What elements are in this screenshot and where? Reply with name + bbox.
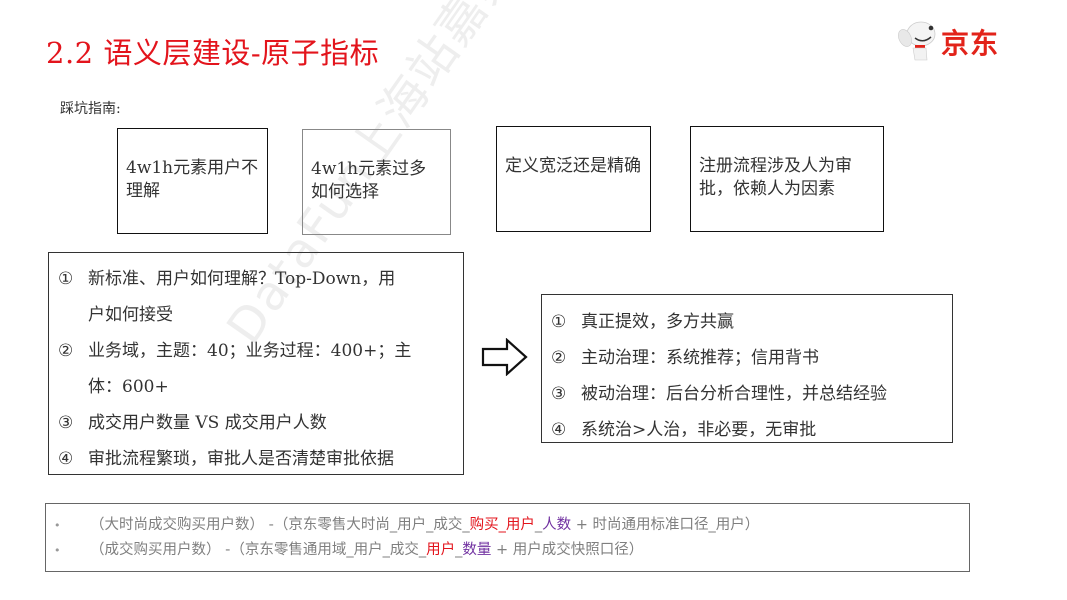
formula-line-2: • （成交购买用户数） -（京东零售通用域_用户_成交_用户_数量 + 用户成交… bbox=[54, 538, 969, 563]
pitfall-text: 定义宽泛还是精确 bbox=[505, 156, 641, 176]
formula-highlight-purple: 数量 bbox=[462, 542, 492, 558]
problem-text-cont: 体：600+ bbox=[88, 377, 169, 397]
problem-text: 成交用户数量 VS 成交用户人数 bbox=[88, 413, 327, 433]
formula-examples: • （大时尚成交购买用户数） -（京东零售大时尚_用户_成交_购买_用户_人数 … bbox=[45, 503, 970, 572]
problem-text: 审批流程繁琐，审批人是否清楚审批依据 bbox=[88, 449, 394, 469]
problem-item-2-cont: 体：600+ bbox=[58, 369, 455, 405]
problem-text-cont: 户如何接受 bbox=[88, 305, 173, 325]
pitfall-card-2: 4w1h元素过多如何选择 bbox=[302, 129, 451, 235]
pitfall-card-3: 定义宽泛还是精确 bbox=[496, 126, 651, 232]
solution-item-2: ② 主动治理：系统推荐；信用背书 bbox=[551, 340, 944, 376]
pitfall-text: 4w1h元素过多如何选择 bbox=[311, 159, 427, 202]
item-number: ③ bbox=[58, 413, 74, 433]
bullet-icon: • bbox=[54, 544, 61, 557]
item-number: ① bbox=[58, 269, 74, 289]
formula-highlight-red: 购买_用户 bbox=[469, 517, 535, 533]
formula-suffix: + 用户成交快照口径） bbox=[491, 542, 644, 558]
problem-item-1-cont: 户如何接受 bbox=[58, 297, 455, 333]
pitfall-text: 4w1h元素用户不理解 bbox=[126, 158, 259, 201]
formula-separator: _ bbox=[534, 517, 543, 533]
jd-logo-text: 京东 bbox=[941, 27, 1000, 60]
pitfall-card-4: 注册流程涉及人为审批，依赖人为因素 bbox=[690, 126, 884, 232]
right-arrow-icon bbox=[481, 338, 528, 376]
problem-text: 业务域，主题：40；业务过程：400+；主 bbox=[88, 341, 412, 361]
item-number: ① bbox=[551, 312, 567, 332]
pitfall-guide-label: 踩坑指南: bbox=[60, 101, 121, 117]
pitfall-card-1: 4w1h元素用户不理解 bbox=[117, 128, 268, 234]
solution-item-4: ④ 系统治>人治，非必要，无审批 bbox=[551, 412, 944, 448]
jd-dog-mascot-icon bbox=[898, 21, 936, 61]
problem-item-2: ② 业务域，主题：40；业务过程：400+；主 bbox=[58, 333, 455, 369]
formula-separator: _ bbox=[455, 542, 463, 558]
solution-item-1: ① 真正提效，多方共赢 bbox=[551, 304, 944, 340]
jd-logo: 京东 bbox=[893, 16, 1023, 66]
problems-list: ① 新标准、用户如何理解？Top-Down，用 户如何接受 ② 业务域，主题：4… bbox=[48, 252, 464, 475]
formula-highlight-purple: 人数 bbox=[542, 517, 572, 533]
problem-item-3: ③ 成交用户数量 VS 成交用户人数 bbox=[58, 405, 455, 441]
slide-title: 2.2 语义层建设-原子指标 bbox=[46, 36, 380, 70]
item-number: ④ bbox=[58, 449, 74, 469]
formula-highlight-red: 用户 bbox=[426, 542, 456, 558]
bullet-icon: • bbox=[54, 519, 61, 532]
problem-text: 新标准、用户如何理解？Top-Down，用 bbox=[88, 269, 396, 289]
item-number: ② bbox=[58, 341, 74, 361]
formula-suffix: + 时尚通用标准口径_用户） bbox=[571, 517, 760, 533]
problem-item-1: ① 新标准、用户如何理解？Top-Down，用 bbox=[58, 261, 455, 297]
solution-text: 真正提效，多方共赢 bbox=[581, 312, 734, 332]
solutions-list: ① 真正提效，多方共赢 ② 主动治理：系统推荐；信用背书 ③ 被动治理：后台分析… bbox=[541, 294, 953, 443]
pitfall-text: 注册流程涉及人为审批，依赖人为因素 bbox=[699, 156, 852, 199]
formula-prefix: （大时尚成交购买用户数） -（京东零售大时尚_用户_成交_ bbox=[90, 517, 470, 533]
item-number: ② bbox=[551, 348, 567, 368]
solution-text: 主动治理：系统推荐；信用背书 bbox=[581, 348, 819, 368]
item-number: ④ bbox=[551, 420, 567, 440]
formula-prefix: （成交购买用户数） -（京东零售通用域_用户_成交_ bbox=[90, 542, 427, 558]
solution-text: 系统治>人治，非必要，无审批 bbox=[581, 420, 817, 440]
problem-item-4: ④ 审批流程繁琐，审批人是否清楚审批依据 bbox=[58, 441, 455, 477]
solution-text: 被动治理：后台分析合理性，并总结经验 bbox=[581, 384, 887, 404]
solution-item-3: ③ 被动治理：后台分析合理性，并总结经验 bbox=[551, 376, 944, 412]
item-number: ③ bbox=[551, 384, 567, 404]
formula-line-1: • （大时尚成交购买用户数） -（京东零售大时尚_用户_成交_购买_用户_人数 … bbox=[54, 513, 969, 538]
